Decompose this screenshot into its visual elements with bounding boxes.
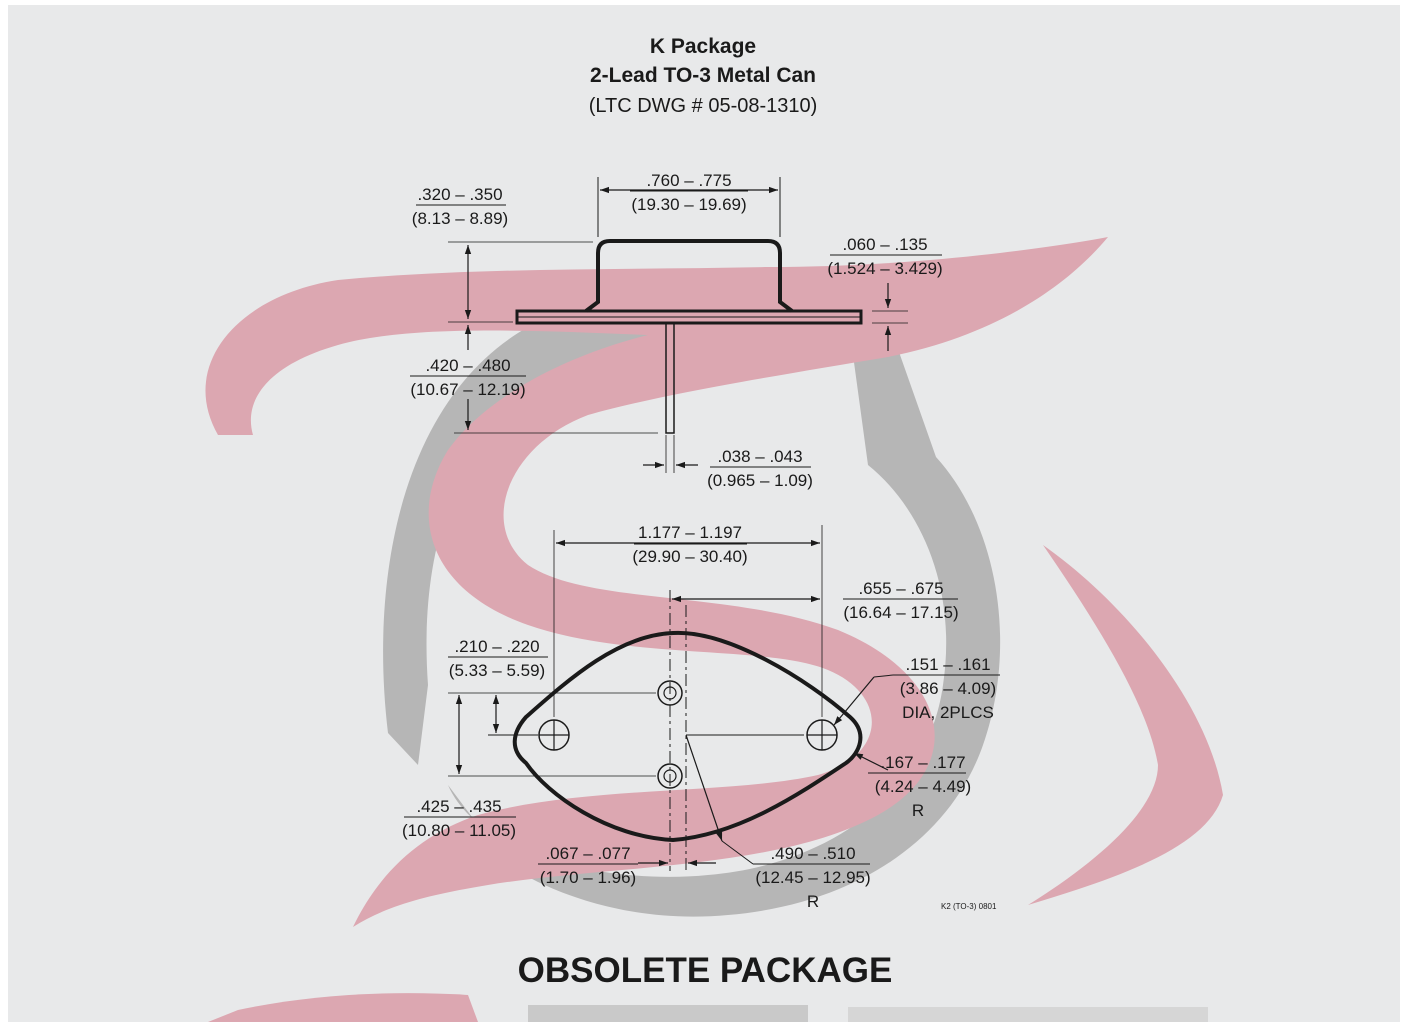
dim-flange-thickness-in: .060 – .135 bbox=[842, 235, 927, 254]
watermark-red-swoosh bbox=[1028, 545, 1223, 905]
lead-pin-bottom bbox=[657, 763, 683, 789]
drawing-code: K2 (TO-3) 0801 bbox=[941, 902, 997, 911]
watermark-bottom-gray bbox=[528, 1005, 808, 1022]
dim-center-to-hole-in: .655 – .675 bbox=[858, 579, 943, 598]
dim-center-to-hole-mm: (16.64 – 17.15) bbox=[843, 603, 958, 622]
dim-cap-height-in: .320 – .350 bbox=[417, 185, 502, 204]
dim-cap-width-in: .760 – .775 bbox=[646, 171, 731, 190]
title-line-3: (LTC DWG # 05-08-1310) bbox=[589, 95, 818, 117]
package-drawing: K Package 2-Lead TO-3 Metal Can (LTC DWG… bbox=[205, 35, 1223, 1022]
dim-mount-spacing-in: 1.177 – 1.197 bbox=[638, 523, 742, 542]
title-line-1: K Package bbox=[650, 35, 756, 58]
dim-lead-spacing-mm: (10.80 – 11.05) bbox=[402, 821, 516, 840]
dim-cap-height-mm: (8.13 – 8.89) bbox=[412, 209, 508, 228]
dim-lead-offset-mm: (5.33 – 5.59) bbox=[449, 661, 545, 680]
dim-hole-dia-note: DIA, 2PLCS bbox=[902, 703, 994, 722]
dim-lead-center-offset-mm: (1.70 – 1.96) bbox=[540, 868, 636, 887]
obsolete-package-label: OBSOLETE PACKAGE bbox=[518, 951, 893, 990]
dim-lead-offset-in: .210 – .220 bbox=[454, 637, 539, 656]
bottom-view bbox=[512, 630, 863, 843]
dim-lead-dia-mm: (0.965 – 1.09) bbox=[707, 471, 813, 490]
drawing-sheet: K Package 2-Lead TO-3 Metal Can (LTC DWG… bbox=[8, 5, 1400, 1022]
dim-end-radius-mm: (4.24 – 4.49) bbox=[875, 777, 971, 796]
body-outline bbox=[512, 630, 863, 843]
dim-body-radius-in: .490 – .510 bbox=[770, 844, 855, 863]
cap-outline bbox=[584, 239, 794, 313]
dim-hole-dia-mm: (3.86 – 4.09) bbox=[900, 679, 996, 698]
watermark-bottom-red bbox=[208, 993, 478, 1022]
dim-lead-length-mm: (10.67 – 12.19) bbox=[410, 380, 525, 399]
title-line-2: 2-Lead TO-3 Metal Can bbox=[590, 64, 816, 87]
dim-body-radius-mm: (12.45 – 12.95) bbox=[755, 868, 870, 887]
dim-lead-length-in: .420 – .480 bbox=[425, 356, 510, 375]
watermark-bottom-gray-2 bbox=[848, 1007, 1208, 1022]
dim-body-radius-note: R bbox=[807, 892, 819, 911]
dim-end-radius-in: .167 – .177 bbox=[880, 753, 965, 772]
dim-hole-dia-in: .151 – .161 bbox=[905, 655, 990, 674]
dim-flange-thickness-mm: (1.524 – 3.429) bbox=[827, 259, 942, 278]
lead-outline bbox=[665, 322, 675, 434]
dim-lead-center-offset-in: .067 – .077 bbox=[545, 844, 630, 863]
side-view bbox=[515, 239, 863, 434]
dim-mount-spacing-mm: (29.90 – 30.40) bbox=[632, 547, 747, 566]
dim-end-radius-note: R bbox=[912, 801, 924, 820]
dim-lead-spacing-in: .425 – .435 bbox=[416, 797, 501, 816]
dim-cap-width-mm: (19.30 – 19.69) bbox=[631, 195, 746, 214]
dim-lead-dia-in: .038 – .043 bbox=[717, 447, 802, 466]
watermark-red-s bbox=[205, 237, 1108, 927]
watermark-logo bbox=[205, 237, 1223, 1022]
